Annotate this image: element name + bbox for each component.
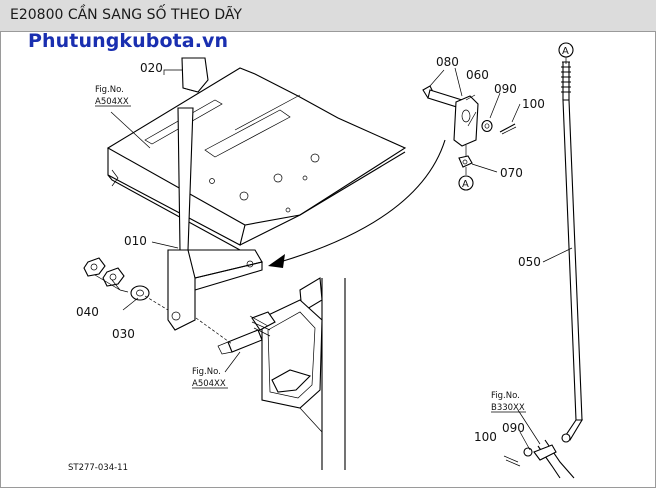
part-label-050: 050 (518, 255, 541, 269)
fig-ref-code-1: A504XX (95, 97, 129, 107)
brand-watermark: Phutungkubota.vn (28, 30, 229, 52)
connection-markers: A A (462, 46, 569, 190)
leader-lines (94, 67, 573, 451)
washer-nuts (83, 257, 169, 311)
part-label-100-top: 100 (522, 97, 545, 111)
fig-ref-label-1: Fig.No. (95, 85, 124, 95)
drawing-code: ST277-034-11 (68, 463, 128, 473)
part-label-060: 060 (466, 68, 489, 82)
part-label-070: 070 (500, 166, 523, 180)
marker-a-clevis: A (462, 179, 469, 190)
page-title: E20800 CẦN SANG SỐ THEO DÃY (10, 7, 242, 23)
header-bar: E20800 CẦN SANG SỐ THEO DÃY (0, 0, 656, 32)
part-labels: 020 010 040 030 080 060 090 100 070 050 … (76, 55, 545, 444)
fig-ref-label-3: Fig.No. (491, 391, 520, 401)
part-label-100-bottom: 100 (474, 430, 497, 444)
assembly-arrow (268, 139, 446, 268)
fig-ref-code-3: B330XX (491, 403, 525, 413)
part-label-080: 080 (436, 55, 459, 69)
pivot-bracket (195, 277, 346, 470)
part-label-090-bottom: 090 (502, 421, 525, 435)
clevis-assembly (422, 85, 517, 191)
fig-ref-code-2: A504XX (192, 379, 226, 389)
fig-ref-label-2: Fig.No. (192, 367, 221, 377)
bracket-plate (106, 67, 407, 251)
marker-a-top: A (562, 46, 569, 57)
part-label-010: 010 (124, 234, 147, 248)
part-label-020: 020 (140, 61, 163, 75)
part-label-040: 040 (76, 305, 99, 319)
part-label-030: 030 (112, 327, 135, 341)
figure-references: Fig.No. A504XX Fig.No. A504XX Fig.No. B3… (95, 85, 526, 413)
shift-rod (503, 42, 583, 479)
part-label-090-top: 090 (494, 82, 517, 96)
shift-lever (167, 57, 263, 331)
